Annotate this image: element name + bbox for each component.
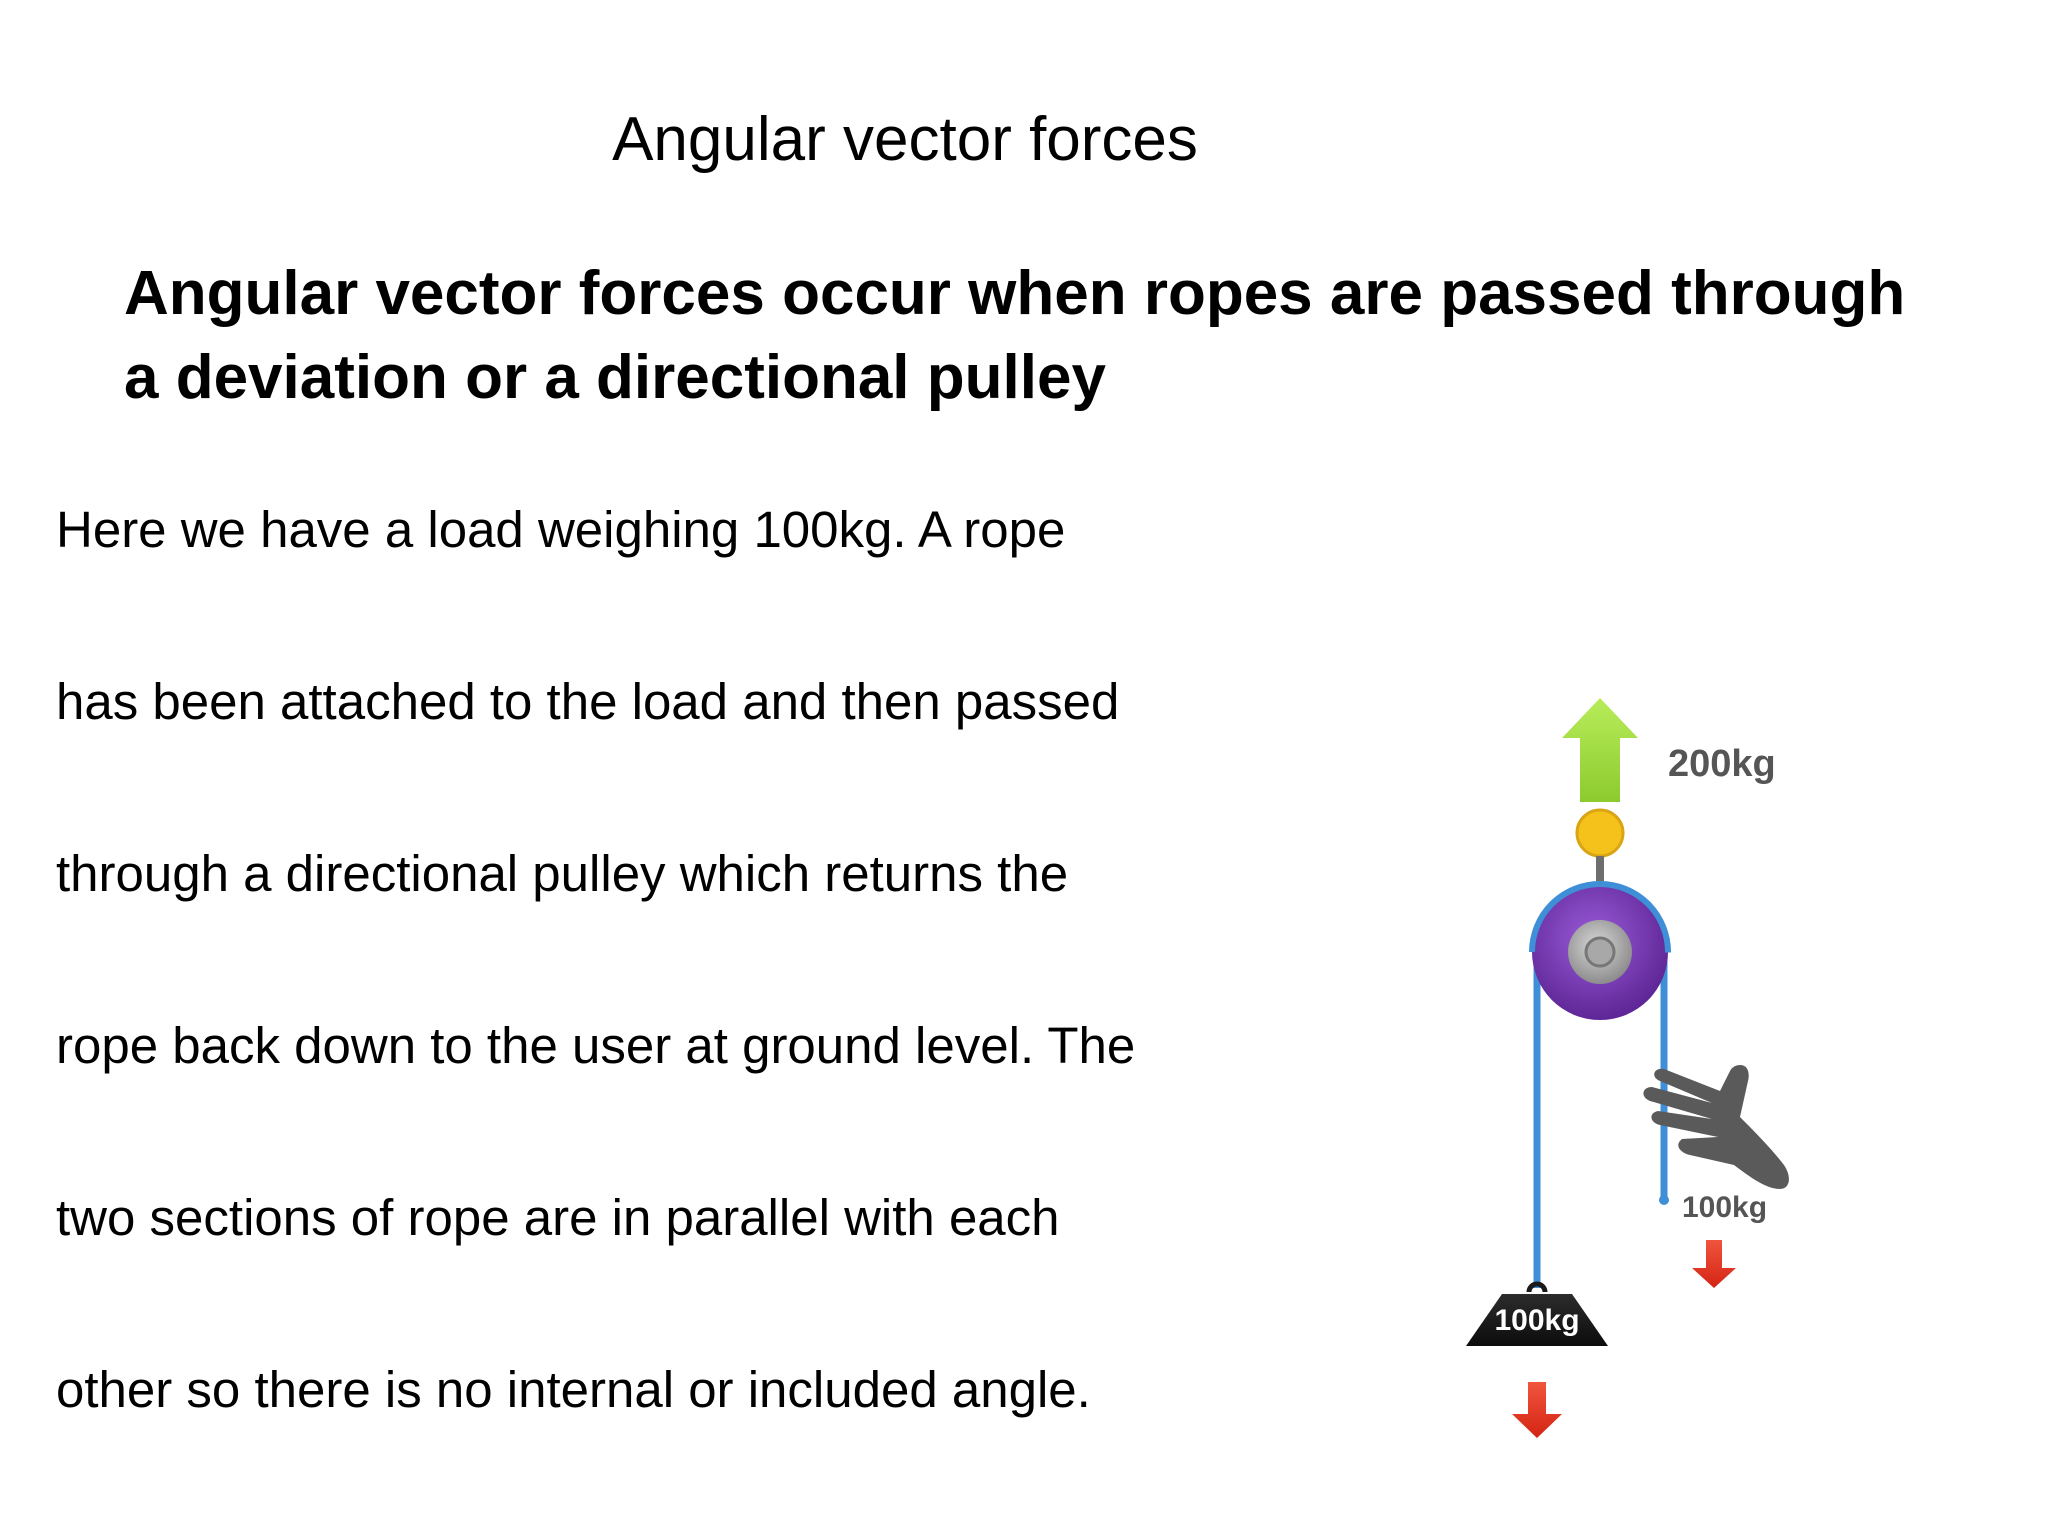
subtitle-line: Angular vector forces occur when ropes a… <box>124 259 1906 328</box>
slide-title: Angular vector forces <box>612 105 1198 174</box>
body-text: Here we have a load weighing 100kg. A ro… <box>56 500 1296 1532</box>
body-line: rope back down to the user at ground lev… <box>56 1017 1136 1074</box>
body-line: has been attached to the load and then p… <box>56 673 1120 730</box>
subtitle-line: a deviation or a directional pulley <box>124 343 1106 412</box>
pulley-diagram: 200kg 100kg <box>1380 680 1880 1480</box>
pulley-icon <box>1529 881 1671 1023</box>
body-line: two sections of rope are in parallel wit… <box>56 1189 1060 1246</box>
body-line: through a directional pulley which retur… <box>56 845 1069 902</box>
pulley-diagram-svg: 200kg 100kg <box>1466 698 1789 1438</box>
hand-icon <box>1643 1065 1789 1189</box>
anchor-icon <box>1575 808 1625 858</box>
rope-end <box>1659 1195 1669 1205</box>
pull-down-arrow-icon <box>1692 1240 1736 1288</box>
load-down-arrow-icon <box>1512 1382 1562 1438</box>
body-line: other so there is no internal or include… <box>56 1361 1091 1418</box>
slide-subtitle: Angular vector forces occur when ropes a… <box>124 252 1906 420</box>
load-label: 100kg <box>1494 1304 1579 1337</box>
load-weight-icon <box>1466 1281 1608 1346</box>
anchor-force-label: 200kg <box>1668 743 1776 785</box>
body-line: Here we have a load weighing 100kg. A ro… <box>56 501 1066 558</box>
pull-force-label: 100kg <box>1682 1191 1767 1224</box>
up-arrow-icon <box>1562 698 1638 802</box>
